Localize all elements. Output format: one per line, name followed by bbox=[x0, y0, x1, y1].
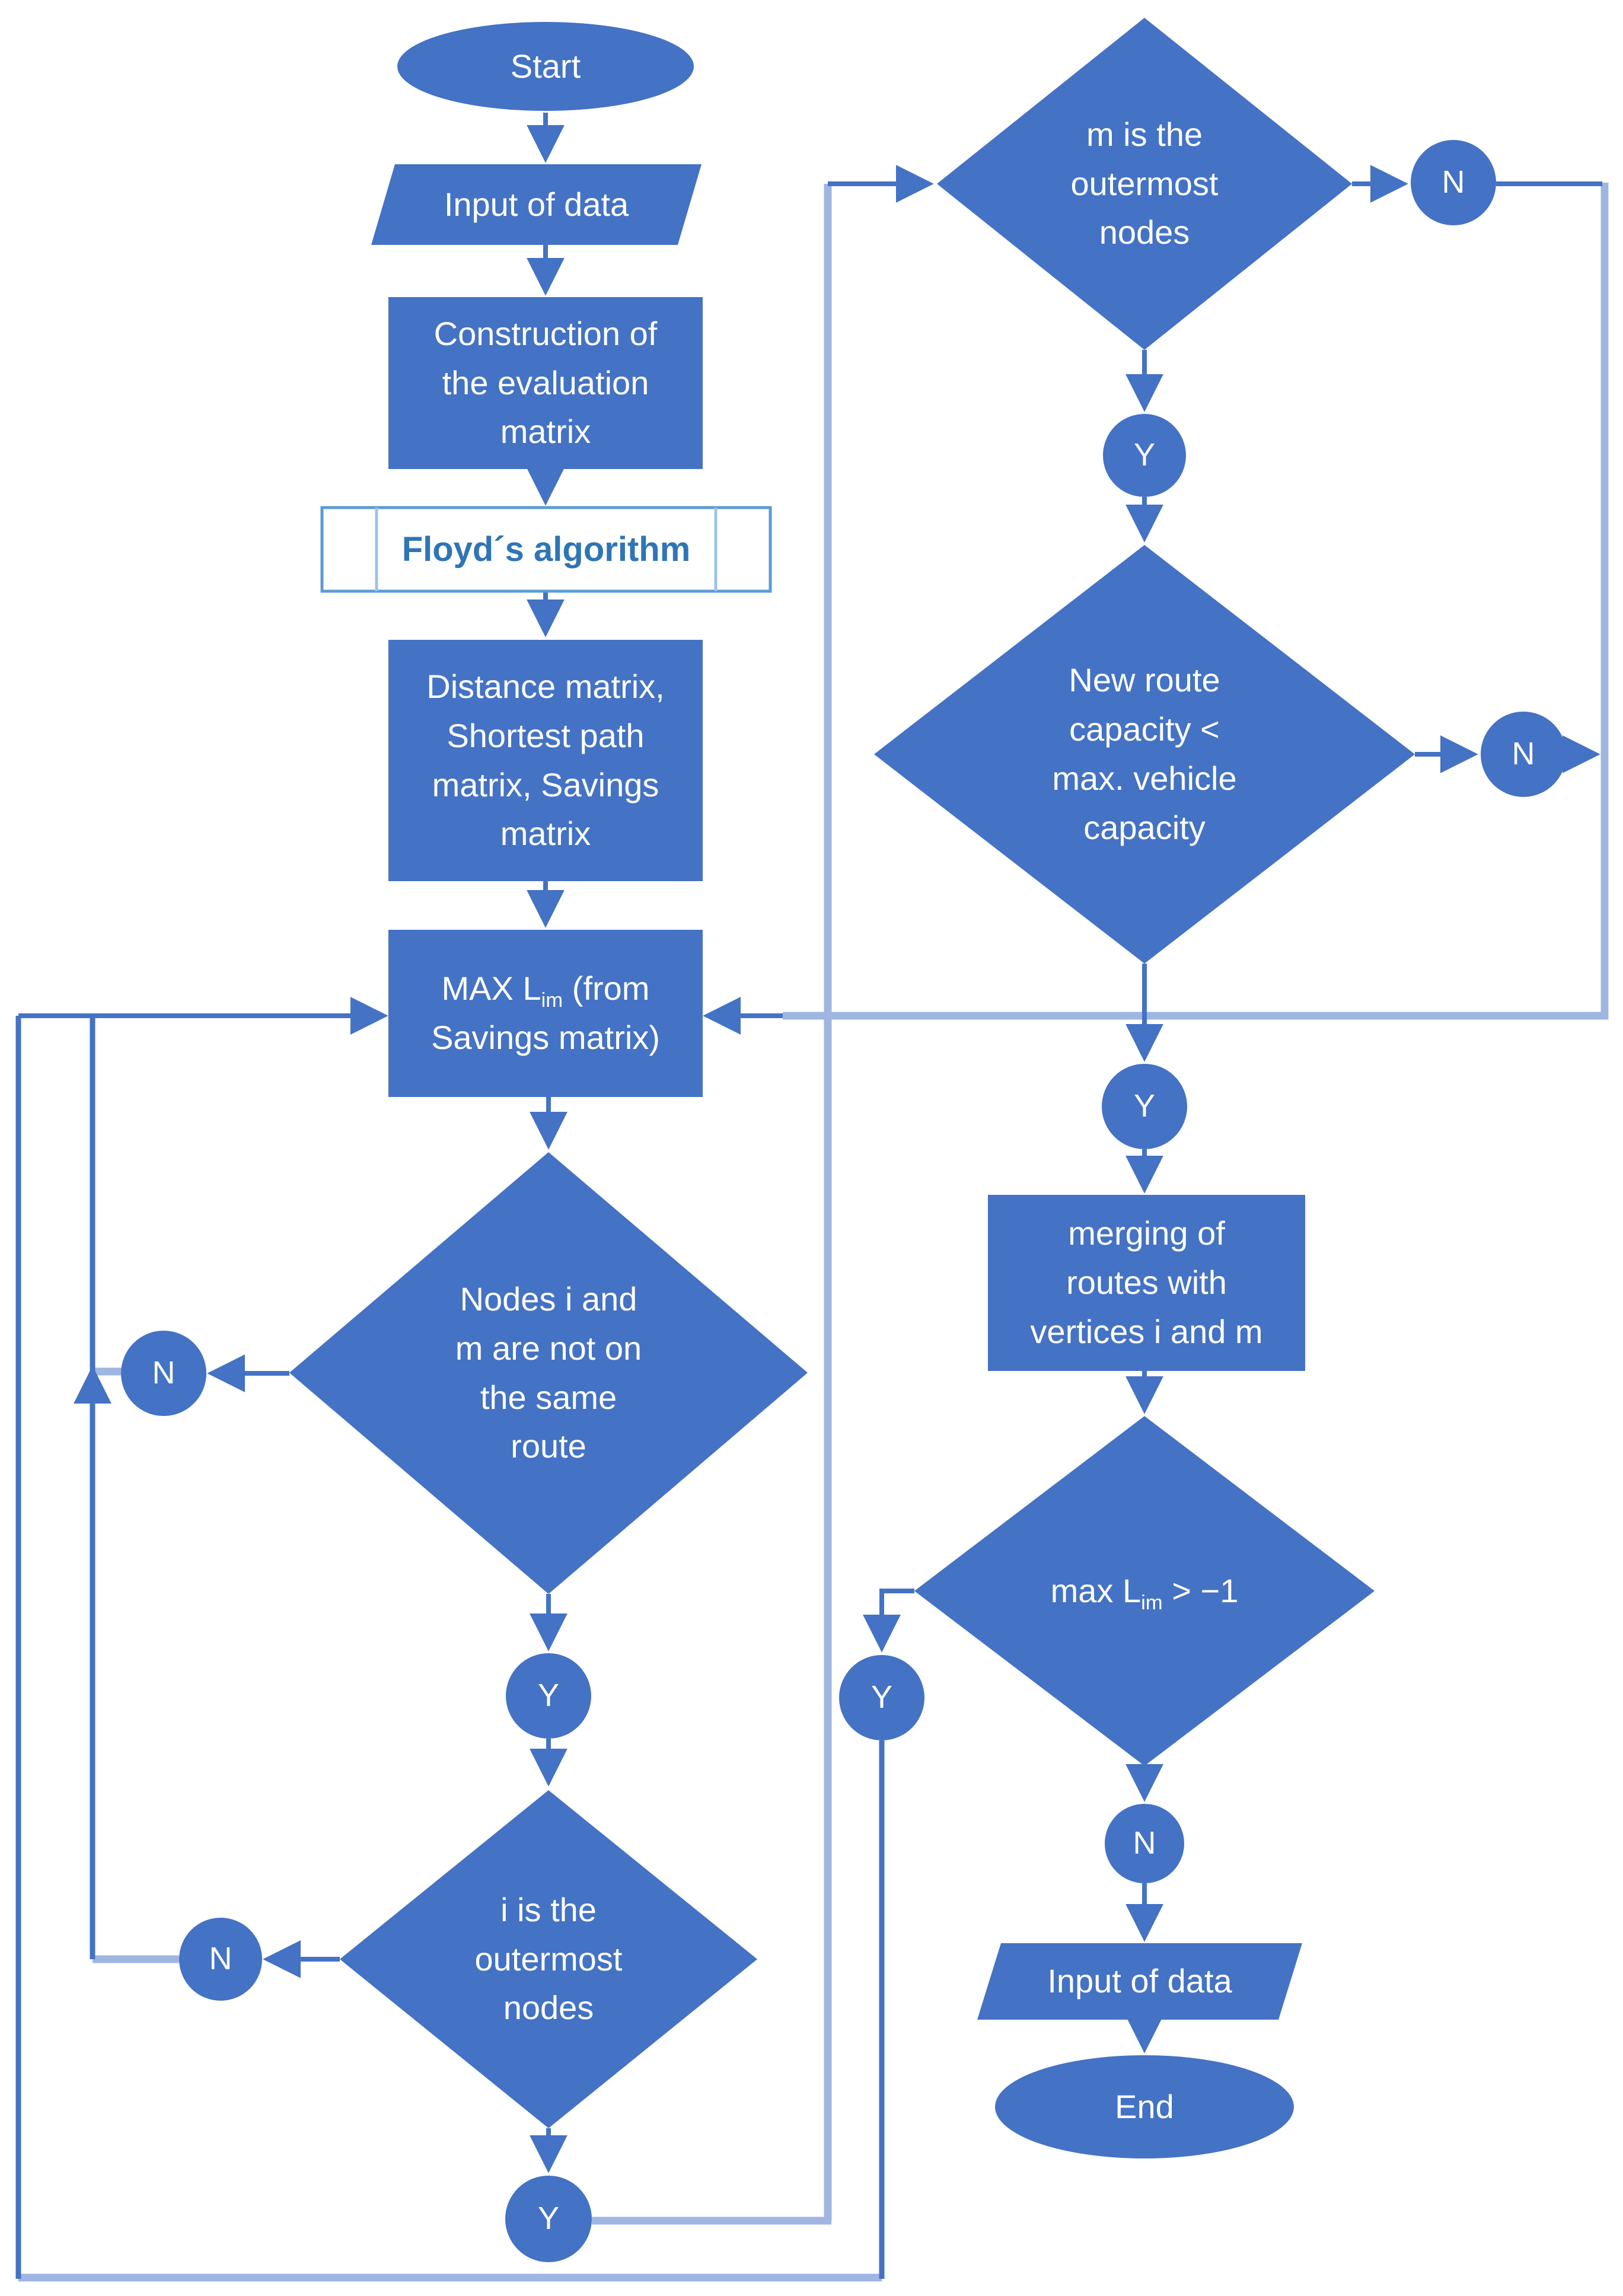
construction-process bbox=[388, 297, 703, 469]
floyd-predefined-process bbox=[320, 506, 772, 593]
no-circle-m-outermost bbox=[1411, 140, 1496, 225]
end-terminator bbox=[995, 2055, 1294, 2158]
yes-circle-i-outermost bbox=[505, 2176, 592, 2262]
no-circle-nodes-route bbox=[121, 1331, 206, 1416]
m-outermost-decision bbox=[937, 18, 1352, 350]
no-circle-i-outermost bbox=[179, 1918, 262, 2001]
merging-process bbox=[988, 1195, 1305, 1371]
new-route-capacity-decision bbox=[874, 545, 1415, 964]
max-check-decision bbox=[914, 1416, 1375, 1766]
matrices-process bbox=[388, 640, 703, 881]
nodes-not-same-route-decision bbox=[289, 1152, 808, 1594]
yes-circle-nodes-route bbox=[506, 1653, 591, 1739]
max-saving-process bbox=[388, 930, 703, 1097]
yes-circle-m-outermost bbox=[1103, 414, 1186, 497]
start-terminator bbox=[397, 22, 694, 111]
input-bottom-parallelogram bbox=[977, 1943, 1302, 2020]
input-top-parallelogram bbox=[371, 164, 702, 245]
no-circle-max-check bbox=[1105, 1804, 1184, 1883]
yes-circle-max-check bbox=[839, 1655, 924, 1740]
i-outermost-decision bbox=[340, 1790, 757, 2128]
yes-circle-new-route bbox=[1102, 1064, 1187, 1149]
no-circle-new-route bbox=[1481, 712, 1566, 797]
arrow-maxcheck-to-yes bbox=[863, 1589, 914, 1653]
